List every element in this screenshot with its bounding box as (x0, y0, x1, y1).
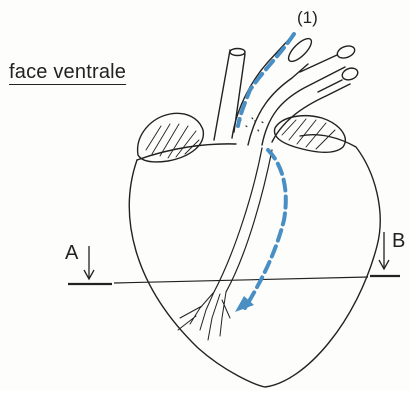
flow-arrow-coronary (245, 150, 286, 308)
flow-arrows (238, 34, 294, 308)
marker-1-label: (1) (297, 9, 318, 26)
view-label: face ventrale (9, 62, 126, 82)
section-a-label: A (65, 243, 78, 263)
right-auricle (274, 116, 345, 153)
heart-outline (129, 135, 380, 387)
coronary-branches (178, 292, 230, 340)
flow-arrow-trunk (238, 34, 294, 126)
vena-cava (214, 50, 245, 140)
pulmonary-trunk (232, 36, 308, 145)
section-b-label: B (392, 231, 405, 251)
